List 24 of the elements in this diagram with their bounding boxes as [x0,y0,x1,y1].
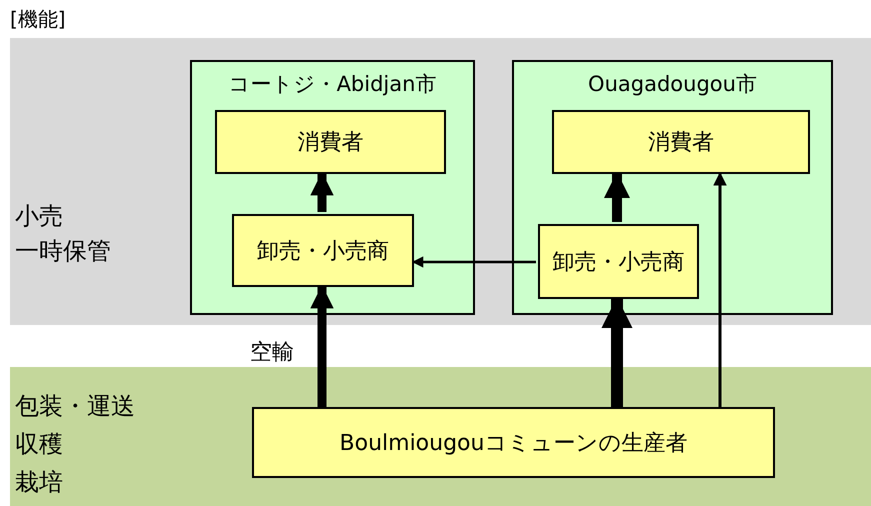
process-box: 卸売・小売商 [538,224,699,299]
function-label: 一時保管 [15,236,111,267]
city-box [190,60,475,315]
process-box: 消費者 [552,110,810,174]
arrow [601,297,633,407]
city-box [512,60,833,315]
function-label: 包装・運送 [15,391,135,422]
arrow [412,256,536,268]
arrow [310,285,334,407]
function-label: 栽培 [15,467,63,498]
band-background [10,367,871,506]
edge-label: 空輸 [250,339,294,367]
band-background [10,38,871,325]
city-name: コートジ・Abidjan市 [228,71,438,98]
heading-label: [機能] [10,6,66,33]
city-name: Ouagadougou市 [587,71,758,98]
process-box: Boulmiougouコミューンの生産者 [252,407,775,478]
function-label: 収穫 [15,429,63,460]
arrow [604,172,630,222]
process-box: 消費者 [215,110,446,174]
process-box: 卸売・小売商 [232,214,414,287]
arrow [713,172,727,407]
function-label: 小売 [15,201,63,232]
arrow [310,172,334,212]
